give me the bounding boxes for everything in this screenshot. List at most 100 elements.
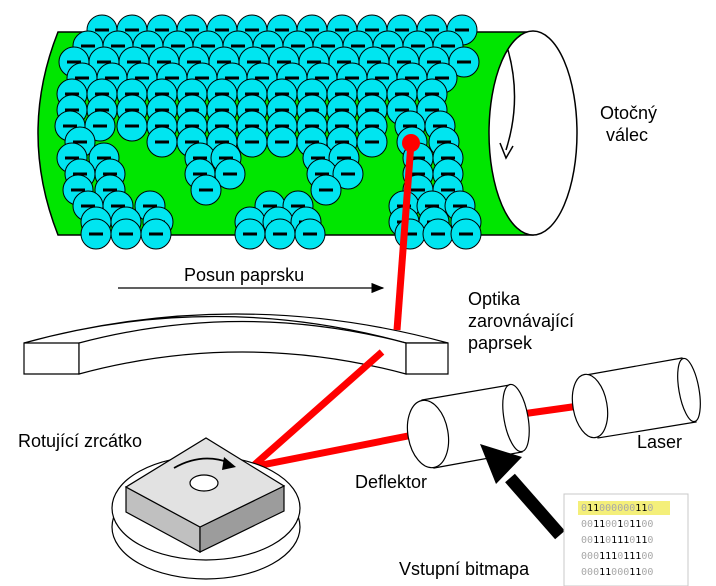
minus-sign-icon bbox=[125, 28, 139, 32]
minus-sign-icon bbox=[81, 44, 95, 48]
minus-sign-icon bbox=[223, 172, 237, 176]
rotating-mirror bbox=[111, 437, 301, 580]
minus-sign-icon bbox=[365, 124, 379, 128]
minus-sign-icon bbox=[217, 60, 231, 64]
minus-sign-icon bbox=[435, 76, 449, 80]
minus-sign-icon bbox=[95, 108, 109, 112]
minus-sign-icon bbox=[199, 188, 213, 192]
minus-sign-icon bbox=[255, 76, 269, 80]
minus-sign-icon bbox=[335, 140, 349, 144]
drum bbox=[37, 14, 578, 250]
minus-sign-icon bbox=[245, 140, 259, 144]
minus-sign-icon bbox=[95, 92, 109, 96]
minus-sign-icon bbox=[441, 44, 455, 48]
minus-sign-icon bbox=[75, 76, 89, 80]
deflector-label: Deflektor bbox=[355, 472, 428, 492]
minus-sign-icon bbox=[215, 28, 229, 32]
minus-sign-icon bbox=[315, 76, 329, 80]
deflector bbox=[406, 383, 530, 469]
drum-label-line-2: válec bbox=[606, 125, 649, 145]
minus-sign-icon bbox=[365, 140, 379, 144]
minus-sign-icon bbox=[215, 92, 229, 96]
minus-sign-icon bbox=[105, 76, 119, 80]
minus-sign-icon bbox=[187, 60, 201, 64]
minus-sign-icon bbox=[157, 60, 171, 64]
minus-sign-icon bbox=[411, 188, 425, 192]
minus-sign-icon bbox=[345, 76, 359, 80]
minus-sign-icon bbox=[453, 204, 467, 208]
minus-sign-icon bbox=[319, 188, 333, 192]
minus-sign-icon bbox=[193, 156, 207, 160]
minus-sign-icon bbox=[185, 108, 199, 112]
minus-sign-icon bbox=[291, 44, 305, 48]
minus-sign-icon bbox=[201, 44, 215, 48]
bitmap-rows: 011000000110 001100101100 001101110110 0… bbox=[581, 501, 685, 583]
minus-sign-icon bbox=[337, 60, 351, 64]
minus-sign-icon bbox=[185, 28, 199, 32]
minus-sign-icon bbox=[305, 108, 319, 112]
minus-sign-icon bbox=[125, 108, 139, 112]
bitmap-highlight bbox=[578, 501, 670, 515]
bitmap-input-arrow bbox=[480, 444, 565, 540]
minus-sign-icon bbox=[73, 172, 87, 176]
minus-sign-icon bbox=[411, 44, 425, 48]
optics-label-line-3: paprsek bbox=[468, 333, 533, 353]
minus-sign-icon bbox=[67, 60, 81, 64]
minus-sign-icon bbox=[291, 204, 305, 208]
minus-sign-icon bbox=[245, 28, 259, 32]
charge-particles bbox=[54, 14, 482, 250]
minus-sign-icon bbox=[135, 76, 149, 80]
minus-sign-icon bbox=[193, 172, 207, 176]
minus-sign-icon bbox=[441, 172, 455, 176]
minus-sign-icon bbox=[243, 232, 257, 236]
minus-sign-icon bbox=[403, 124, 417, 128]
minus-sign-icon bbox=[455, 28, 469, 32]
minus-sign-icon bbox=[285, 76, 299, 80]
minus-sign-icon bbox=[219, 156, 233, 160]
minus-sign-icon bbox=[185, 124, 199, 128]
minus-sign-icon bbox=[155, 108, 169, 112]
minus-sign-icon bbox=[425, 28, 439, 32]
bitmap-row-4: 000111011100 bbox=[581, 551, 654, 562]
minus-sign-icon bbox=[171, 44, 185, 48]
minus-sign-icon bbox=[305, 92, 319, 96]
minus-sign-icon bbox=[103, 188, 117, 192]
minus-sign-icon bbox=[395, 108, 409, 112]
minus-sign-icon bbox=[431, 232, 445, 236]
minus-sign-icon bbox=[71, 188, 85, 192]
minus-sign-icon bbox=[111, 204, 125, 208]
drum-end-cap bbox=[488, 30, 578, 236]
minus-sign-icon bbox=[103, 172, 117, 176]
minus-sign-icon bbox=[165, 76, 179, 80]
minus-sign-icon bbox=[427, 60, 441, 64]
bitmap-label: Vstupní bitmapa bbox=[399, 559, 530, 579]
minus-sign-icon bbox=[273, 232, 287, 236]
minus-sign-icon bbox=[65, 92, 79, 96]
minus-sign-icon bbox=[303, 232, 317, 236]
minus-sign-icon bbox=[395, 92, 409, 96]
mirror-axle bbox=[189, 474, 219, 492]
minus-sign-icon bbox=[141, 44, 155, 48]
minus-sign-icon bbox=[185, 140, 199, 144]
minus-sign-icon bbox=[97, 60, 111, 64]
minus-sign-icon bbox=[277, 60, 291, 64]
minus-sign-icon bbox=[457, 60, 471, 64]
minus-sign-icon bbox=[195, 76, 209, 80]
bitmap-row-3: 001101110110 bbox=[581, 535, 654, 546]
minus-sign-icon bbox=[245, 92, 259, 96]
minus-sign-icon bbox=[155, 92, 169, 96]
minus-sign-icon bbox=[275, 140, 289, 144]
optics-label-line-2: zarovnávající bbox=[468, 311, 575, 331]
minus-sign-icon bbox=[231, 44, 245, 48]
minus-sign-icon bbox=[143, 204, 157, 208]
minus-sign-icon bbox=[411, 172, 425, 176]
bitmap-row-5: 000110001100 bbox=[581, 567, 654, 578]
minus-sign-icon bbox=[261, 44, 275, 48]
minus-sign-icon bbox=[305, 140, 319, 144]
minus-sign-icon bbox=[365, 28, 379, 32]
laser-label: Laser bbox=[637, 432, 683, 452]
minus-sign-icon bbox=[441, 188, 455, 192]
minus-sign-icon bbox=[215, 108, 229, 112]
minus-sign-icon bbox=[441, 156, 455, 160]
minus-sign-icon bbox=[381, 44, 395, 48]
